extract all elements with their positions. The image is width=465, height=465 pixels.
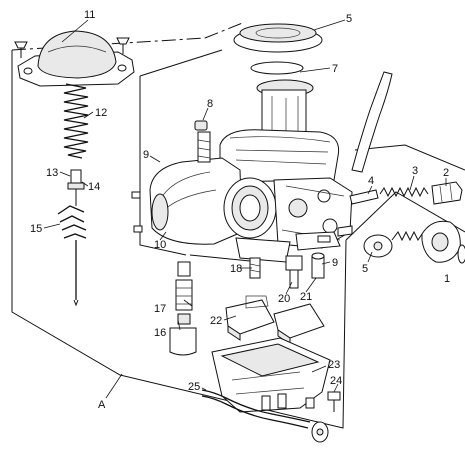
callout-3: 3 — [412, 165, 418, 177]
callout-12: 12 — [95, 107, 107, 119]
part-1-fitting — [391, 220, 465, 264]
callout-25: 25 — [188, 381, 200, 393]
part-15-needle-clips — [57, 205, 87, 307]
callout-10: 10 — [154, 239, 166, 251]
part-19-needle-jet — [311, 252, 325, 279]
callout-13: 13 — [46, 167, 58, 179]
callout-5b: 5 — [362, 263, 368, 275]
callout-9b: 9 — [332, 257, 338, 269]
leader-lines — [43, 19, 447, 399]
callout-7: 7 — [332, 63, 338, 75]
part-20-jet — [285, 255, 303, 289]
callout-21: 21 — [300, 291, 312, 303]
callout-labels: 11 12 13 14 15 5 7 8 9 10 4 3 2 5 1 18 9… — [30, 9, 450, 411]
callout-18: 18 — [230, 263, 242, 275]
part-5b-plate — [363, 234, 393, 258]
part-12-spring — [63, 83, 89, 159]
part-8-nut — [194, 120, 208, 131]
part-16-float-needle-body — [169, 313, 197, 356]
callout-9: 9 — [143, 149, 149, 161]
callout-11: 11 — [84, 9, 95, 21]
callout-5: 5 — [346, 13, 352, 25]
callout-8: 8 — [207, 98, 213, 110]
part-25-drain-tube — [201, 389, 329, 443]
part-17-jet-holder — [175, 261, 193, 311]
callout-15: 15 — [30, 223, 42, 235]
callout-16: 16 — [154, 327, 166, 339]
part-vent-hose — [351, 71, 393, 173]
callout-22: 22 — [210, 315, 222, 327]
callout-1: 1 — [444, 273, 450, 285]
callout-A: A — [98, 399, 106, 411]
part-3-spring — [379, 186, 429, 198]
part-13-needle-holder — [67, 169, 85, 206]
callout-20: 20 — [278, 293, 290, 305]
part-2-screw — [431, 181, 463, 205]
callout-4: 4 — [368, 175, 374, 187]
callout-14: 14 — [88, 181, 100, 193]
part-23-float-bowl — [211, 337, 331, 413]
callout-24: 24 — [330, 375, 342, 387]
callout-17: 17 — [154, 303, 166, 315]
part-22-float — [225, 295, 325, 345]
callout-23: 23 — [328, 359, 340, 371]
part-4-mixture-screw — [349, 189, 379, 205]
callout-2: 2 — [443, 167, 449, 179]
part-11-top-cap — [14, 30, 135, 87]
carburetor-body — [131, 129, 353, 263]
part-5-diaphragm — [233, 23, 323, 53]
